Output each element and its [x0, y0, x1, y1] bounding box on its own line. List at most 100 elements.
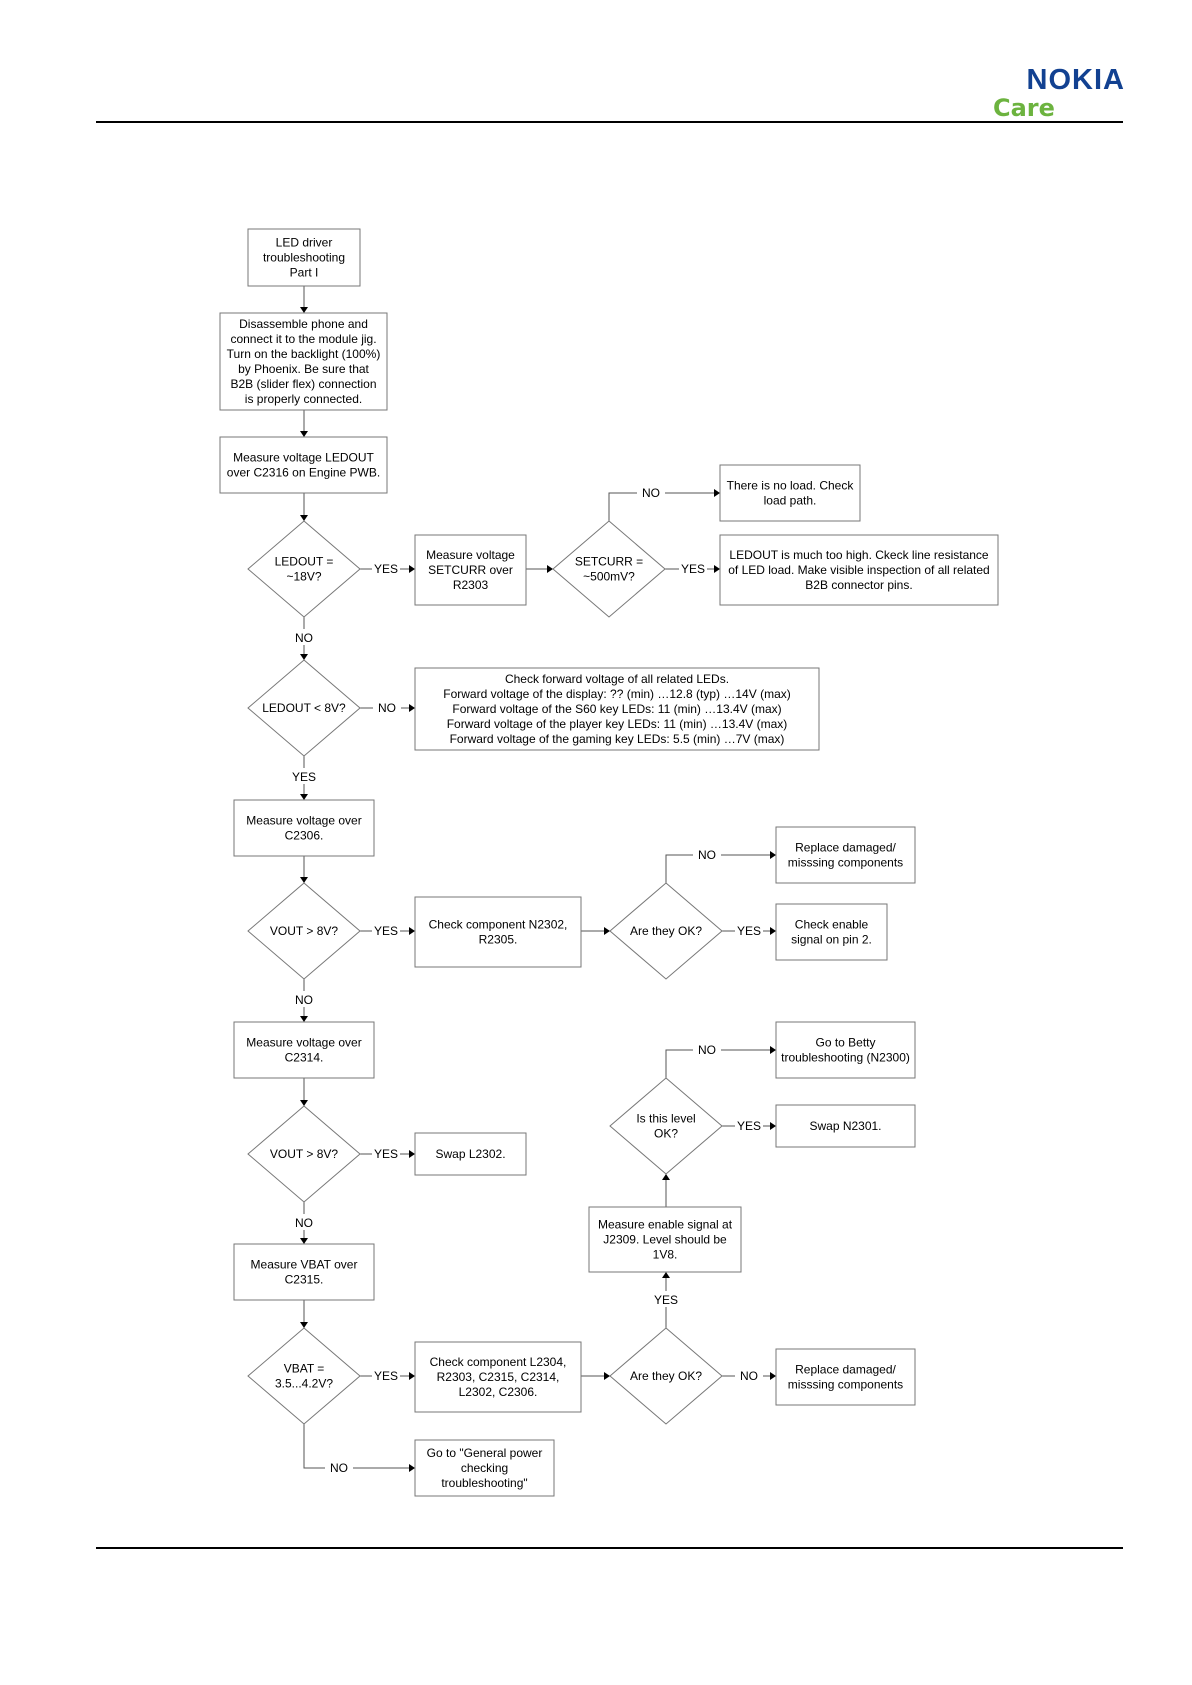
arrowhead [604, 927, 610, 935]
process-box-start-text: troubleshooting [263, 251, 345, 265]
process-box-check-l2304-text: L2302, C2306. [459, 1385, 538, 1399]
process-box-general-power [414, 1439, 555, 1497]
connector-label-bg [693, 846, 721, 862]
yes-label: YES [292, 770, 316, 784]
process-box-betty-text: troubleshooting (N2300) [781, 1051, 910, 1065]
decision-level-ok-text: OK? [654, 1127, 678, 1141]
logo-brand: NOKIA [1026, 64, 1125, 96]
process-box-measure-c2314-text: Measure voltage over [246, 1036, 361, 1050]
process-box-general-power-text: troubleshooting" [441, 1476, 527, 1490]
no-label: NO [330, 1461, 348, 1475]
logo-care: Care [993, 94, 1055, 122]
connector-label-bg [372, 1145, 400, 1161]
process-box-measure-ledout-text: over C2316 on Engine PWB. [227, 466, 380, 480]
decision-ledout-18v-text: ~18V? [286, 570, 321, 584]
process-box-disassemble-text: Turn on the backlight (100%) [227, 347, 381, 361]
process-box-measure-enable-text: J2309. Level should be [603, 1233, 727, 1247]
arrowhead [300, 794, 308, 800]
process-box-swap-n2301-text: Swap N2301. [809, 1119, 881, 1133]
process-box-ledout-high-text: B2B connector pins. [805, 578, 912, 592]
decision-ledout-8v-text: LEDOUT < 8V? [262, 701, 346, 715]
arrowhead [300, 307, 308, 313]
decision-ok-a-text: Are they OK? [630, 924, 702, 938]
process-box-disassemble [219, 312, 388, 411]
process-box-forward-voltage-text: Forward voltage of the gaming key LEDs: … [450, 732, 785, 746]
no-label: NO [698, 848, 716, 862]
arrowhead [300, 877, 308, 883]
process-box-betty [775, 1021, 916, 1079]
connector-label-bg [372, 1367, 400, 1383]
arrowhead [409, 704, 415, 712]
no-label: NO [378, 701, 396, 715]
process-box-disassemble-text: is properly connected. [245, 392, 362, 406]
connector-label-bg [290, 768, 318, 784]
process-box-measure-c2314 [233, 1021, 375, 1079]
decision-vbat [247, 1327, 361, 1425]
process-box-measure-setcurr [414, 534, 527, 606]
arrowhead [409, 565, 415, 573]
process-box-forward-voltage-text: Forward voltage of the display: ?? (min)… [443, 687, 790, 701]
process-box-forward-voltage-text: Forward voltage of the player key LEDs: … [447, 717, 788, 731]
decision-vout-8v-b-text: VOUT > 8V? [270, 1147, 338, 1161]
process-box-check-enable-text: Check enable [795, 918, 869, 932]
process-box-replace-a-text: misssing components [788, 856, 903, 870]
decision-vbat-text: VBAT = [284, 1362, 325, 1376]
arrowhead [300, 1238, 308, 1244]
process-box-measure-vbat-text: C2315. [285, 1273, 324, 1287]
no-label: NO [698, 1043, 716, 1057]
process-box-disassemble-text: B2B (slider flex) connection [230, 377, 376, 391]
process-box-replace-b [775, 1348, 916, 1406]
process-box-disassemble-text: by Phoenix. Be sure that [238, 362, 369, 376]
arrowhead [300, 654, 308, 660]
arrowhead [770, 1046, 776, 1054]
connector-label-bg [637, 484, 665, 500]
process-box-check-enable [775, 903, 888, 961]
decision-ledout-18v [247, 520, 361, 618]
yes-label: YES [374, 562, 398, 576]
arrowhead [770, 927, 776, 935]
connector [665, 1049, 776, 1078]
no-label: NO [295, 993, 313, 1007]
decision-setcurr-500mv-text: ~500mV? [583, 570, 635, 584]
process-box-start [247, 228, 361, 287]
process-box-check-n2302 [414, 896, 582, 968]
process-box-measure-vbat-text: Measure VBAT over [251, 1258, 358, 1272]
arrowhead [662, 1272, 670, 1278]
process-box-measure-c2314-text: C2314. [285, 1051, 324, 1065]
process-box-forward-voltage [414, 667, 820, 751]
decision-ok-b [609, 1327, 723, 1425]
process-box-no-load-text: There is no load. Check [727, 479, 855, 493]
footer-rule [96, 1547, 1123, 1549]
arrowhead [770, 851, 776, 859]
connector-label-bg [372, 560, 400, 576]
process-box-check-n2302-text: Check component N2302, [429, 918, 568, 932]
decision-ledout-8v [247, 659, 361, 757]
process-box-start-text: LED driver [276, 236, 333, 250]
yes-label: YES [681, 562, 705, 576]
yes-label: YES [374, 1147, 398, 1161]
process-box-swap-n2301 [775, 1104, 916, 1148]
process-box-measure-enable [588, 1206, 742, 1273]
arrowhead [604, 1372, 610, 1380]
decision-ledout-18v-text: LEDOUT = [275, 555, 334, 569]
process-box-ledout-high [719, 534, 999, 606]
process-box-general-power-text: checking [461, 1461, 508, 1475]
yes-label: YES [737, 1119, 761, 1133]
decision-level-ok [609, 1077, 723, 1175]
process-box-measure-c2306 [233, 799, 375, 857]
process-box-disassemble-text: connect it to the module jig. [230, 332, 376, 346]
decision-vout-8v-a [247, 882, 361, 980]
arrowhead [770, 1372, 776, 1380]
process-box-swap-l2302-text: Swap L2302. [435, 1147, 505, 1161]
arrowhead [300, 1100, 308, 1106]
process-box-measure-enable-text: 1V8. [653, 1248, 678, 1262]
decision-setcurr-500mv-text: SETCURR = [575, 555, 643, 569]
connector-label-bg [373, 699, 401, 715]
connector-label-bg [693, 1041, 721, 1057]
decision-ok-a [609, 882, 723, 980]
decision-setcurr-500mv [552, 520, 666, 618]
no-label: NO [642, 486, 660, 500]
connector-label-bg [372, 922, 400, 938]
process-box-betty-text: Go to Betty [815, 1036, 875, 1050]
process-box-forward-voltage-text: Forward voltage of the S60 key LEDs: 11 … [452, 702, 781, 716]
